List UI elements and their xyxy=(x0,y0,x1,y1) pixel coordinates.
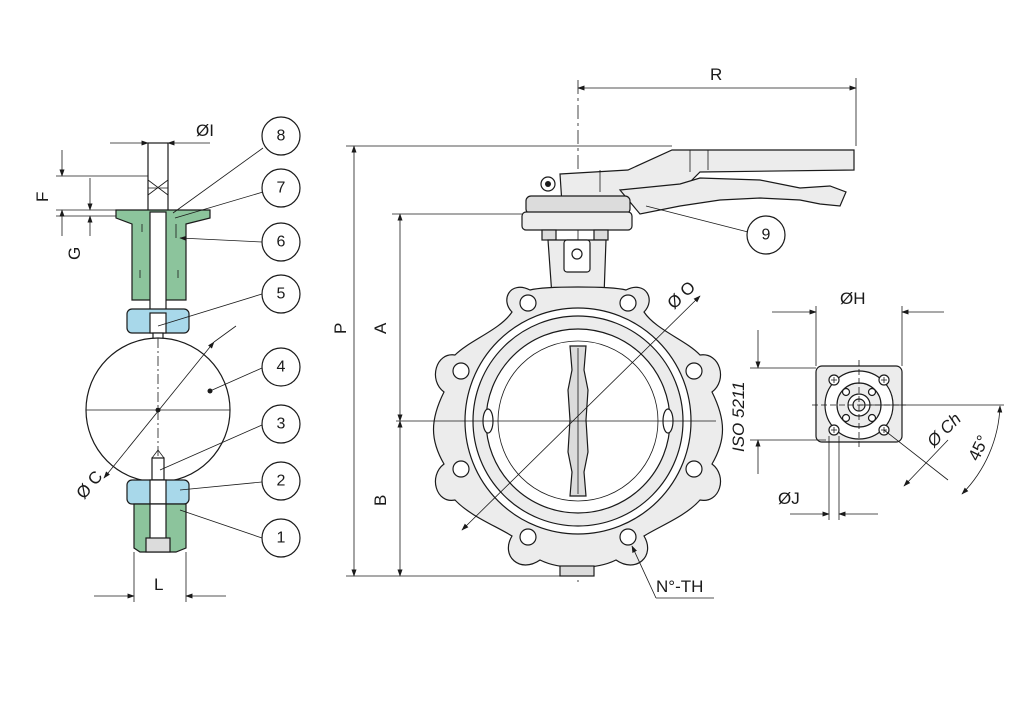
svg-text:8: 8 xyxy=(277,128,286,145)
svg-text:2: 2 xyxy=(277,473,286,490)
dim-label-j: ØJ xyxy=(778,489,800,508)
bottom-boss xyxy=(559,565,595,577)
dim-label-angle: 45° xyxy=(965,432,993,463)
flange-view: ØH ISO 5211 ØJ Ø Ch 45° xyxy=(729,289,1004,520)
dim-label-ch: Ø Ch xyxy=(923,409,965,451)
dim-label-length: L xyxy=(154,575,163,594)
dim-label-b: B xyxy=(371,495,390,506)
stem-top xyxy=(147,142,169,212)
dim-label-r: R xyxy=(710,65,722,84)
mounting-top xyxy=(521,211,633,231)
callout-1 xyxy=(261,518,301,558)
callout-6 xyxy=(261,222,301,262)
callout-9 xyxy=(746,215,786,255)
dim-label-p: P xyxy=(331,323,350,334)
svg-text:3: 3 xyxy=(277,416,286,433)
dim-label-h: ØH xyxy=(840,289,866,308)
dim-label-g: G xyxy=(65,247,84,260)
callouts: 8 7 6 5 4 3 2 1 9 xyxy=(261,116,786,558)
dim-label-a: A xyxy=(371,322,390,334)
svg-text:4: 4 xyxy=(277,359,286,376)
side-section-view: ØI F G Ø C L xyxy=(33,121,264,602)
callout-5 xyxy=(261,274,301,314)
callout-2 xyxy=(261,461,301,501)
callout-3 xyxy=(261,404,301,444)
callout-8 xyxy=(261,116,301,156)
lever-grip xyxy=(618,177,847,215)
callout-7 xyxy=(261,168,301,208)
callout-4 xyxy=(261,347,301,387)
dim-label-iso: ISO 5211 xyxy=(729,381,748,452)
svg-text:9: 9 xyxy=(762,227,771,244)
dim-label-bore: ØI xyxy=(196,121,214,140)
lever-plate xyxy=(525,195,631,215)
dim-label-f: F xyxy=(33,192,52,202)
svg-text:7: 7 xyxy=(277,180,286,197)
svg-text:5: 5 xyxy=(277,286,286,303)
svg-text:1: 1 xyxy=(277,530,286,547)
dim-label-holes: N°-TH xyxy=(656,577,703,596)
dim-label-diameter-c: Ø C xyxy=(73,467,107,502)
dim-label-diameter-o: Ø O xyxy=(664,278,700,313)
front-view: R P A B Ø O N°-TH xyxy=(331,65,857,599)
svg-text:6: 6 xyxy=(277,234,286,251)
